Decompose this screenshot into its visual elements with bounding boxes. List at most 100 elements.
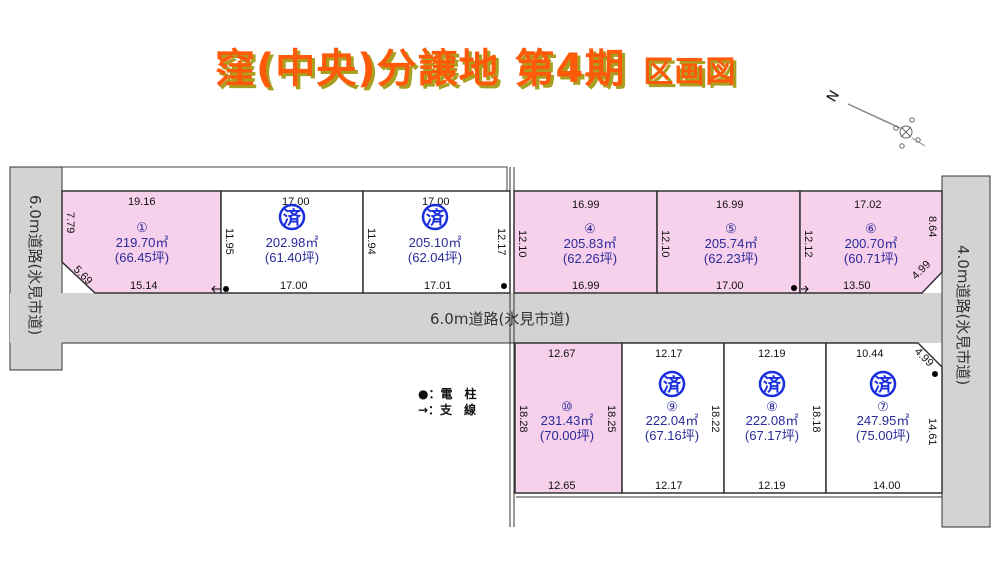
dim: 17.00 — [422, 196, 450, 208]
lot-number: ⑧ — [766, 399, 778, 414]
lot-9[interactable] — [621, 342, 725, 494]
pole-icon — [932, 371, 938, 377]
legend: ●：電 柱 →：支 線 — [418, 386, 476, 417]
lot-area: 202.98㎡ — [266, 235, 319, 250]
dim: 10.44 — [856, 348, 884, 360]
dim: 16.99 — [716, 199, 744, 211]
lot-number: ④ — [584, 221, 596, 236]
dim: 12.65 — [548, 480, 576, 492]
lot-8[interactable] — [723, 342, 827, 494]
dim: 12.17 — [655, 480, 683, 492]
lot-1-labels: 19.16 7.79 5.69 15.14 ① 219.70㎡ (66.45坪) — [64, 196, 169, 292]
sold-stamp-icon — [869, 370, 897, 398]
dim: 7.79 — [64, 212, 76, 233]
roads: 6.0m道路(氷見市道) 6.0m道路(氷見市道) 4.0m道路(氷見市道) — [9, 166, 991, 528]
lot-number: ⑩ — [561, 399, 573, 414]
sold-stamp: 済 — [663, 374, 682, 396]
lot-area: 222.08㎡ — [746, 413, 799, 428]
dim: 13.50 — [843, 280, 871, 292]
right-road-label: 4.0m道路(氷見市道) — [954, 245, 972, 385]
lot-2-labels: 17.00 11.95 17.00 済 202.98㎡ (61.40坪) — [223, 196, 319, 292]
lot-tsubo: (70.00坪) — [540, 428, 594, 443]
right-road — [941, 175, 991, 528]
left-road-label: 6.0m道路(氷見市道) — [26, 195, 44, 335]
dim: 16.99 — [572, 199, 600, 211]
guy-wire-icon — [801, 285, 809, 293]
dim: 17.00 — [716, 280, 744, 292]
lot-1[interactable] — [61, 190, 222, 294]
lot-tsubo: (67.16坪) — [645, 428, 699, 443]
lot-4-labels: 16.99 12.10 16.99 ④ 205.83㎡ (62.26坪) — [516, 199, 617, 292]
lot-6[interactable] — [799, 190, 943, 294]
lot-number: ⑨ — [666, 399, 678, 414]
sold-stamp-icon — [278, 203, 306, 231]
sold-stamp-icon — [758, 370, 786, 398]
title-main: 窪(中央)分譲地 第4期 — [215, 46, 626, 92]
lot-area: 219.70㎡ — [116, 235, 169, 250]
dim: 18.25 — [605, 405, 617, 433]
lot-area: 247.95㎡ — [857, 413, 910, 428]
lot-tsubo: (75.00坪) — [856, 428, 910, 443]
lot-tsubo: (61.40坪) — [265, 250, 319, 265]
dim: 19.16 — [128, 196, 156, 208]
sold-stamp: 済 — [763, 374, 782, 396]
lot-number: ⑥ — [865, 221, 877, 236]
lot-tsubo: (67.17坪) — [745, 428, 799, 443]
dim: 18.22 — [709, 405, 721, 433]
lot-7[interactable] — [825, 342, 943, 494]
lot-10-labels: 12.67 18.28 18.25 12.65 ⑩ 231.43㎡ (70.00… — [517, 348, 617, 492]
dim: 12.10 — [659, 230, 671, 258]
lot-4[interactable] — [513, 190, 658, 294]
dim: 14.61 — [926, 418, 938, 446]
dim: 12.17 — [655, 348, 683, 360]
sold-stamp: 済 — [874, 374, 893, 396]
lot-area: 231.43㎡ — [541, 413, 594, 428]
sold-stamp: 済 — [426, 207, 445, 229]
lot-number: ⑦ — [877, 399, 889, 414]
lot-area: 205.83㎡ — [564, 236, 617, 251]
lot-area: 205.10㎡ — [409, 235, 462, 250]
lot-5[interactable] — [656, 190, 801, 294]
dim: 18.18 — [810, 405, 822, 433]
lot-tsubo: (62.23坪) — [704, 251, 758, 266]
lot-10[interactable] — [514, 342, 623, 494]
dim: 17.01 — [424, 280, 452, 292]
legend-guy-wire: →：支 線 — [418, 402, 476, 417]
dim: 8.64 — [926, 216, 938, 237]
lot-number: ⑤ — [725, 221, 737, 236]
lot-area: 222.04㎡ — [646, 413, 699, 428]
dim: 12.12 — [802, 230, 814, 258]
pole-icon — [501, 283, 507, 289]
dim: 12.17 — [495, 228, 507, 256]
lot-5-labels: 16.99 12.10 17.00 ⑤ 205.74㎡ (62.23坪) — [659, 199, 758, 292]
lot-number: ① — [136, 220, 148, 235]
lot-area: 205.74㎡ — [705, 236, 758, 251]
dim: 18.28 — [517, 405, 529, 433]
dim: 15.14 — [130, 280, 158, 292]
sold-stamp: 済 — [283, 207, 302, 229]
compass-north: N — [824, 88, 843, 105]
dim: 11.94 — [365, 228, 377, 255]
lot-tsubo: (62.26坪) — [563, 251, 617, 266]
dim: 17.02 — [854, 199, 882, 211]
dim: 16.99 — [572, 280, 600, 292]
lot-9-labels: 12.17 18.22 12.17 済 ⑨ 222.04㎡ (67.16坪) — [645, 348, 721, 492]
lot-3-labels: 17.00 11.94 12.17 17.01 済 205.10㎡ (62.04… — [365, 196, 507, 292]
dim: 17.00 — [280, 280, 308, 292]
sold-stamp-icon — [421, 203, 449, 231]
dim: 12.67 — [548, 348, 576, 360]
lot-8-labels: 12.19 18.18 12.19 済 ⑧ 222.08㎡ (67.17坪) — [745, 348, 822, 492]
lot-area: 200.70㎡ — [845, 236, 898, 251]
sold-stamp-icon — [658, 370, 686, 398]
dim: 12.19 — [758, 480, 786, 492]
lot-tsubo: (60.71坪) — [844, 251, 898, 266]
legend-pole: ●：電 柱 — [418, 386, 476, 401]
center-road-label: 6.0m道路(氷見市道) — [430, 310, 570, 328]
dim: 12.19 — [758, 348, 786, 360]
pole-icon — [791, 285, 797, 291]
dim: 11.95 — [223, 228, 235, 255]
utility-markers — [211, 283, 938, 377]
pole-icon — [223, 286, 229, 292]
center-road — [10, 293, 990, 343]
